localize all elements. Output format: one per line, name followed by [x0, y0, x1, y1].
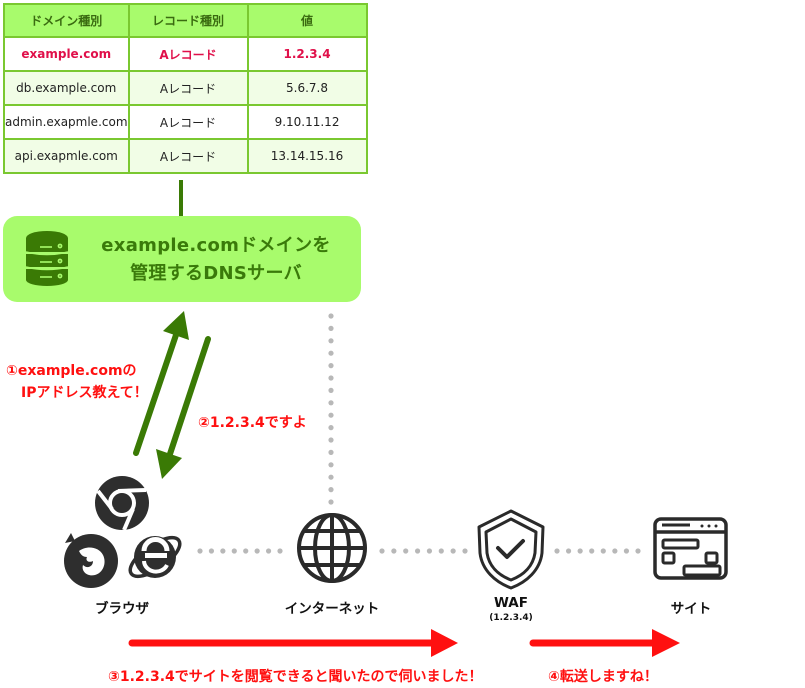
table-row: db.example.com Aレコード 5.6.7.8 — [3, 70, 368, 106]
connector-dot — [462, 548, 468, 554]
chrome-icon — [95, 476, 149, 531]
website-window-icon — [653, 517, 728, 580]
connector-dot — [328, 499, 334, 505]
connector-dot — [623, 548, 630, 554]
cell-domain: db.example.com — [3, 70, 130, 106]
connector-dot — [554, 548, 560, 554]
shield-check-icon — [477, 509, 545, 590]
dotted-line-waf-site — [554, 548, 641, 554]
header-record-type: レコード種別 — [127, 3, 249, 38]
dns-server-box: example.comドメインを 管理するDNSサーバ — [3, 216, 361, 302]
cell-record: Aレコード — [127, 138, 249, 174]
dotted-line-browser-internet — [197, 548, 283, 554]
connector-dot — [328, 338, 334, 344]
table-header-row: ドメイン種別 レコード種別 値 — [3, 3, 368, 38]
response-arrow-down — [156, 336, 211, 479]
cell-value: 13.14.15.16 — [246, 138, 368, 174]
dotted-line-vertical — [328, 313, 334, 505]
cell-value: 1.2.3.4 — [246, 36, 368, 72]
connector-dot — [328, 462, 334, 468]
connector-dot — [438, 548, 444, 554]
connector-dot — [589, 548, 595, 554]
connector-dot — [328, 313, 334, 319]
database-server-icon — [25, 231, 69, 286]
header-value: 値 — [246, 3, 368, 38]
connector-dot — [328, 474, 334, 480]
connector-dot — [635, 548, 641, 554]
connector-dot — [328, 387, 334, 393]
waf-label: WAF — [494, 595, 528, 611]
connector-dot — [328, 350, 334, 356]
connector-dot — [243, 548, 249, 554]
cell-domain: admin.exapmle.com — [3, 104, 130, 140]
site-label: サイト — [670, 601, 712, 617]
dns-records-table: ドメイン種別 レコード種別 値 example.com Aレコード 1.2.3.… — [3, 3, 368, 174]
browser-label: ブラウザ — [95, 601, 149, 617]
connector-dot — [328, 400, 334, 406]
connector-dot — [328, 449, 334, 455]
connector-dot — [379, 548, 385, 554]
connector-dot — [612, 548, 618, 554]
step3-arrow — [128, 629, 458, 657]
step4-label: ④転送しますね！ — [548, 669, 658, 685]
step2-label: ②1.2.3.4ですよ — [198, 415, 307, 431]
request-arrow-up — [133, 311, 189, 456]
connector-dot — [328, 412, 334, 418]
step1-label-line1: ①example.comの — [6, 363, 137, 379]
step3-label: ③1.2.3.4でサイトを閲覧できると聞いたので伺いました！ — [108, 669, 483, 685]
connector-dot — [600, 548, 606, 554]
connector-dot — [197, 548, 203, 554]
connector-dot — [328, 487, 334, 493]
dns-server-label-line2: 管理するDNSサーバ — [130, 263, 302, 284]
connector-dot — [577, 548, 583, 554]
cell-value: 9.10.11.12 — [246, 104, 368, 140]
cell-record: Aレコード — [127, 36, 249, 72]
dns-server-label: example.comドメインを 管理するDNSサーバ — [98, 232, 334, 288]
table-row: api.exapmle.com Aレコード 13.14.15.16 — [3, 138, 368, 174]
cell-value: 5.6.7.8 — [246, 70, 368, 106]
connector-dot — [403, 548, 409, 554]
connector-dot — [277, 548, 283, 554]
table-row: example.com Aレコード 1.2.3.4 — [3, 36, 368, 72]
cell-domain: api.exapmle.com — [3, 138, 130, 174]
cell-domain: example.com — [3, 36, 130, 72]
dotted-line-internet-waf — [379, 548, 468, 554]
connector-dot — [426, 548, 433, 554]
connector-dot — [254, 548, 260, 554]
internet-explorer-icon — [128, 535, 182, 579]
table-row: admin.exapmle.com Aレコード 9.10.11.12 — [3, 104, 368, 140]
connector-dot — [450, 548, 456, 554]
connector-dot — [265, 548, 272, 554]
connector-dot — [328, 437, 334, 443]
connector-dot — [208, 548, 215, 554]
connector-dot — [328, 325, 334, 331]
step1-label-line2: IPアドレス教えて！ — [21, 385, 148, 401]
cell-record: Aレコード — [127, 104, 249, 140]
firefox-icon — [64, 533, 118, 588]
waf-ip-label: (1.2.3.4) — [489, 613, 533, 623]
internet-label: インターネット — [284, 601, 380, 617]
connector-dot — [391, 548, 397, 554]
connector-dot — [328, 363, 334, 369]
dns-server-label-line1: example.comドメインを — [101, 235, 331, 256]
connector-dot — [328, 375, 334, 381]
connector-dot — [231, 548, 237, 554]
connector-dot — [220, 548, 226, 554]
header-domain-type: ドメイン種別 — [3, 3, 130, 38]
cell-record: Aレコード — [127, 70, 249, 106]
connector-dot — [565, 548, 572, 554]
connector-dot — [328, 425, 334, 431]
globe-icon — [297, 513, 367, 583]
step4-arrow — [529, 629, 680, 657]
connector-dot — [414, 548, 421, 554]
